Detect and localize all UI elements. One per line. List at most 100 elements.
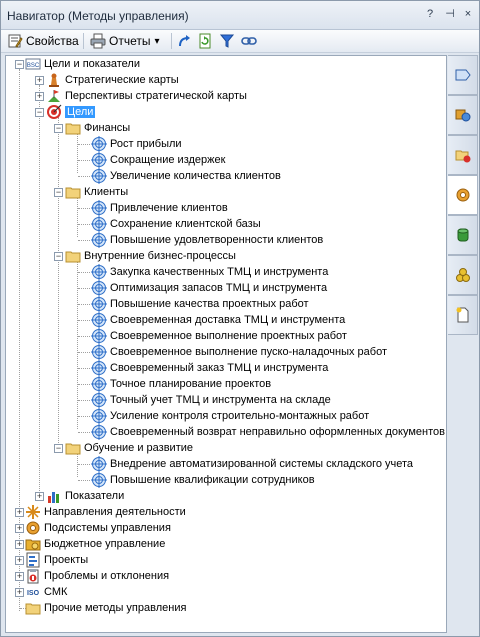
expander-clients[interactable]: −: [54, 187, 63, 197]
reports-button[interactable]: Отчеты ▾: [90, 32, 160, 50]
folder-icon: [65, 251, 81, 263]
expander-directions[interactable]: +: [15, 507, 24, 517]
tree-label: Проблемы и отклонения: [44, 570, 170, 582]
tree-label: Своевременная доставка ТМЦ и инструмента: [110, 314, 346, 326]
tree-node-goal-item[interactable]: Своевременная доставка ТМЦ и инструмента: [91, 312, 345, 328]
expander-problems[interactable]: +: [15, 571, 24, 581]
filter-button[interactable]: [219, 32, 235, 50]
toolbar-separator: [83, 33, 84, 49]
tree-node-goal-item[interactable]: Точный учет ТМЦ и инструмента на складе: [91, 392, 331, 408]
expander-budget[interactable]: +: [15, 539, 24, 549]
expander-root[interactable]: −: [15, 59, 24, 69]
side-tab-new-document[interactable]: [448, 295, 478, 335]
expander-qms[interactable]: +: [15, 587, 24, 597]
tree-node-goal-item[interactable]: Повышение квалификации сотрудников: [91, 472, 315, 488]
goal-icon: [91, 392, 107, 408]
tree-node-perspectives[interactable]: Перспективы стратегической карты: [46, 88, 247, 104]
expander-goals[interactable]: −: [35, 107, 44, 117]
goal-icon: [91, 168, 107, 184]
toolbar: Свойства Отчеты ▾: [1, 30, 479, 53]
expander-internal[interactable]: −: [54, 251, 63, 261]
tree-node-other-methods[interactable]: Прочие методы управления: [25, 600, 186, 616]
tree-node-goal-item[interactable]: Рост прибыли: [91, 136, 182, 152]
tree-label: Бюджетное управление: [44, 538, 166, 550]
tree-node-goal-item[interactable]: Сокращение издержек: [91, 152, 225, 168]
expander-subsystems[interactable]: +: [15, 523, 24, 533]
navigator-tree[interactable]: − BSC Цели и показатели + Стратегические…: [5, 55, 447, 633]
tree-node-goal-item[interactable]: Своевременное выполнение пуско-наладочны…: [91, 344, 387, 360]
goal-icon: [91, 136, 107, 152]
close-button[interactable]: ×: [464, 8, 472, 20]
expander-perspectives[interactable]: +: [35, 91, 44, 101]
help-button[interactable]: ?: [426, 8, 434, 20]
tree-node-goal-item[interactable]: Увеличение количества клиентов: [91, 168, 281, 184]
tree-node-goal-item[interactable]: Внедрение автоматизированной системы скл…: [91, 456, 413, 472]
side-tab-resources[interactable]: [448, 255, 478, 295]
tree-node-goal-item[interactable]: Своевременное выполнение проектных работ: [91, 328, 347, 344]
problems-icon: [27, 569, 39, 584]
tree-node-goal-item[interactable]: Повышение удовлетворенности клиентов: [91, 232, 323, 248]
side-tab-organization[interactable]: [448, 95, 478, 135]
side-tab-processes[interactable]: [448, 55, 478, 95]
tree-node-goal-item[interactable]: Своевременный возврат неправильно оформл…: [91, 424, 445, 440]
tree-node-subsystems[interactable]: Подсистемы управления: [25, 520, 171, 536]
gear-icon: [26, 521, 40, 535]
tree-node-finance[interactable]: Финансы: [65, 120, 130, 136]
side-tab-data[interactable]: [448, 215, 478, 255]
expander-finance[interactable]: −: [54, 123, 63, 133]
folder-icon: [65, 443, 81, 455]
tree-node-goal-item[interactable]: Закупка качественных ТМЦ и инструмента: [91, 264, 328, 280]
window-title: Навигатор (Методы управления): [7, 9, 189, 23]
toolbar-separator: [171, 33, 172, 49]
expander-projects[interactable]: +: [15, 555, 24, 565]
pin-button[interactable]: ⊣: [445, 8, 455, 20]
tree-node-goal-item[interactable]: Точное планирование проектов: [91, 376, 271, 392]
side-tab-management-methods[interactable]: [448, 175, 478, 215]
side-tab-documents[interactable]: [448, 135, 478, 175]
tree-node-goal-item[interactable]: Усиление контроля строительно-монтажных …: [91, 408, 369, 424]
organization-icon: [455, 109, 470, 122]
tree-node-learning[interactable]: Обучение и развитие: [65, 440, 193, 456]
tree-label: Своевременное выполнение пуско-наладочны…: [110, 346, 387, 358]
new-document-icon: [456, 307, 468, 323]
tree-node-budget[interactable]: Бюджетное управление: [25, 536, 165, 552]
bsc-icon-text: BSC: [27, 63, 40, 69]
tree-label: Показатели: [65, 490, 125, 502]
tree-label: Увеличение количества клиентов: [110, 170, 281, 182]
tree-node-goal-item[interactable]: Оптимизация запасов ТМЦ и инструмента: [91, 280, 327, 296]
properties-button[interactable]: Свойства: [7, 32, 79, 50]
tree-node-indicators[interactable]: Показатели: [46, 488, 124, 504]
tree-node-clients[interactable]: Клиенты: [65, 184, 128, 200]
tree-label: Повышение качества проектных работ: [110, 298, 309, 310]
tree-node-directions[interactable]: Направления деятельности: [25, 504, 186, 520]
tree-label: Точное планирование проектов: [110, 378, 272, 390]
navigate-button[interactable]: [177, 32, 193, 50]
perspectives-icon: [48, 90, 60, 102]
goal-icon: [91, 424, 107, 440]
refresh-button[interactable]: [197, 32, 213, 50]
resources-icon: [455, 268, 470, 282]
tree-label: Внутренние бизнес-процессы: [84, 250, 236, 262]
tree-node-qms[interactable]: ISO СМК: [25, 584, 67, 600]
tree-node-strategic-maps[interactable]: Стратегические карты: [46, 72, 179, 88]
tree-node-goal-item[interactable]: Своевременный заказ ТМЦ и инструмента: [91, 360, 328, 376]
tree-node-root[interactable]: BSC Цели и показатели: [25, 56, 140, 72]
tree-node-projects[interactable]: Проекты: [25, 552, 88, 568]
tree-node-problems[interactable]: Проблемы и отклонения: [25, 568, 169, 584]
tree-node-internal[interactable]: Внутренние бизнес-процессы: [65, 248, 236, 264]
expander-indicators[interactable]: +: [35, 491, 44, 501]
tree-node-goals[interactable]: Цели: [46, 104, 96, 120]
chess-piece-icon: [49, 73, 59, 87]
goal-icon: [91, 328, 107, 344]
expander-strategic-maps[interactable]: +: [35, 75, 44, 85]
tree-label: Оптимизация запасов ТМЦ и инструмента: [110, 282, 328, 294]
filter-icon: [219, 34, 235, 48]
tree-label: Сокращение издержек: [110, 154, 226, 166]
expander-learning[interactable]: −: [54, 443, 63, 453]
tree-node-goal-item[interactable]: Сохранение клиентской базы: [91, 216, 261, 232]
tree-node-goal-item[interactable]: Привлечение клиентов: [91, 200, 228, 216]
side-tab-strip: [448, 55, 479, 635]
tree-node-goal-item[interactable]: Повышение качества проектных работ: [91, 296, 309, 312]
link-button[interactable]: [241, 32, 257, 50]
